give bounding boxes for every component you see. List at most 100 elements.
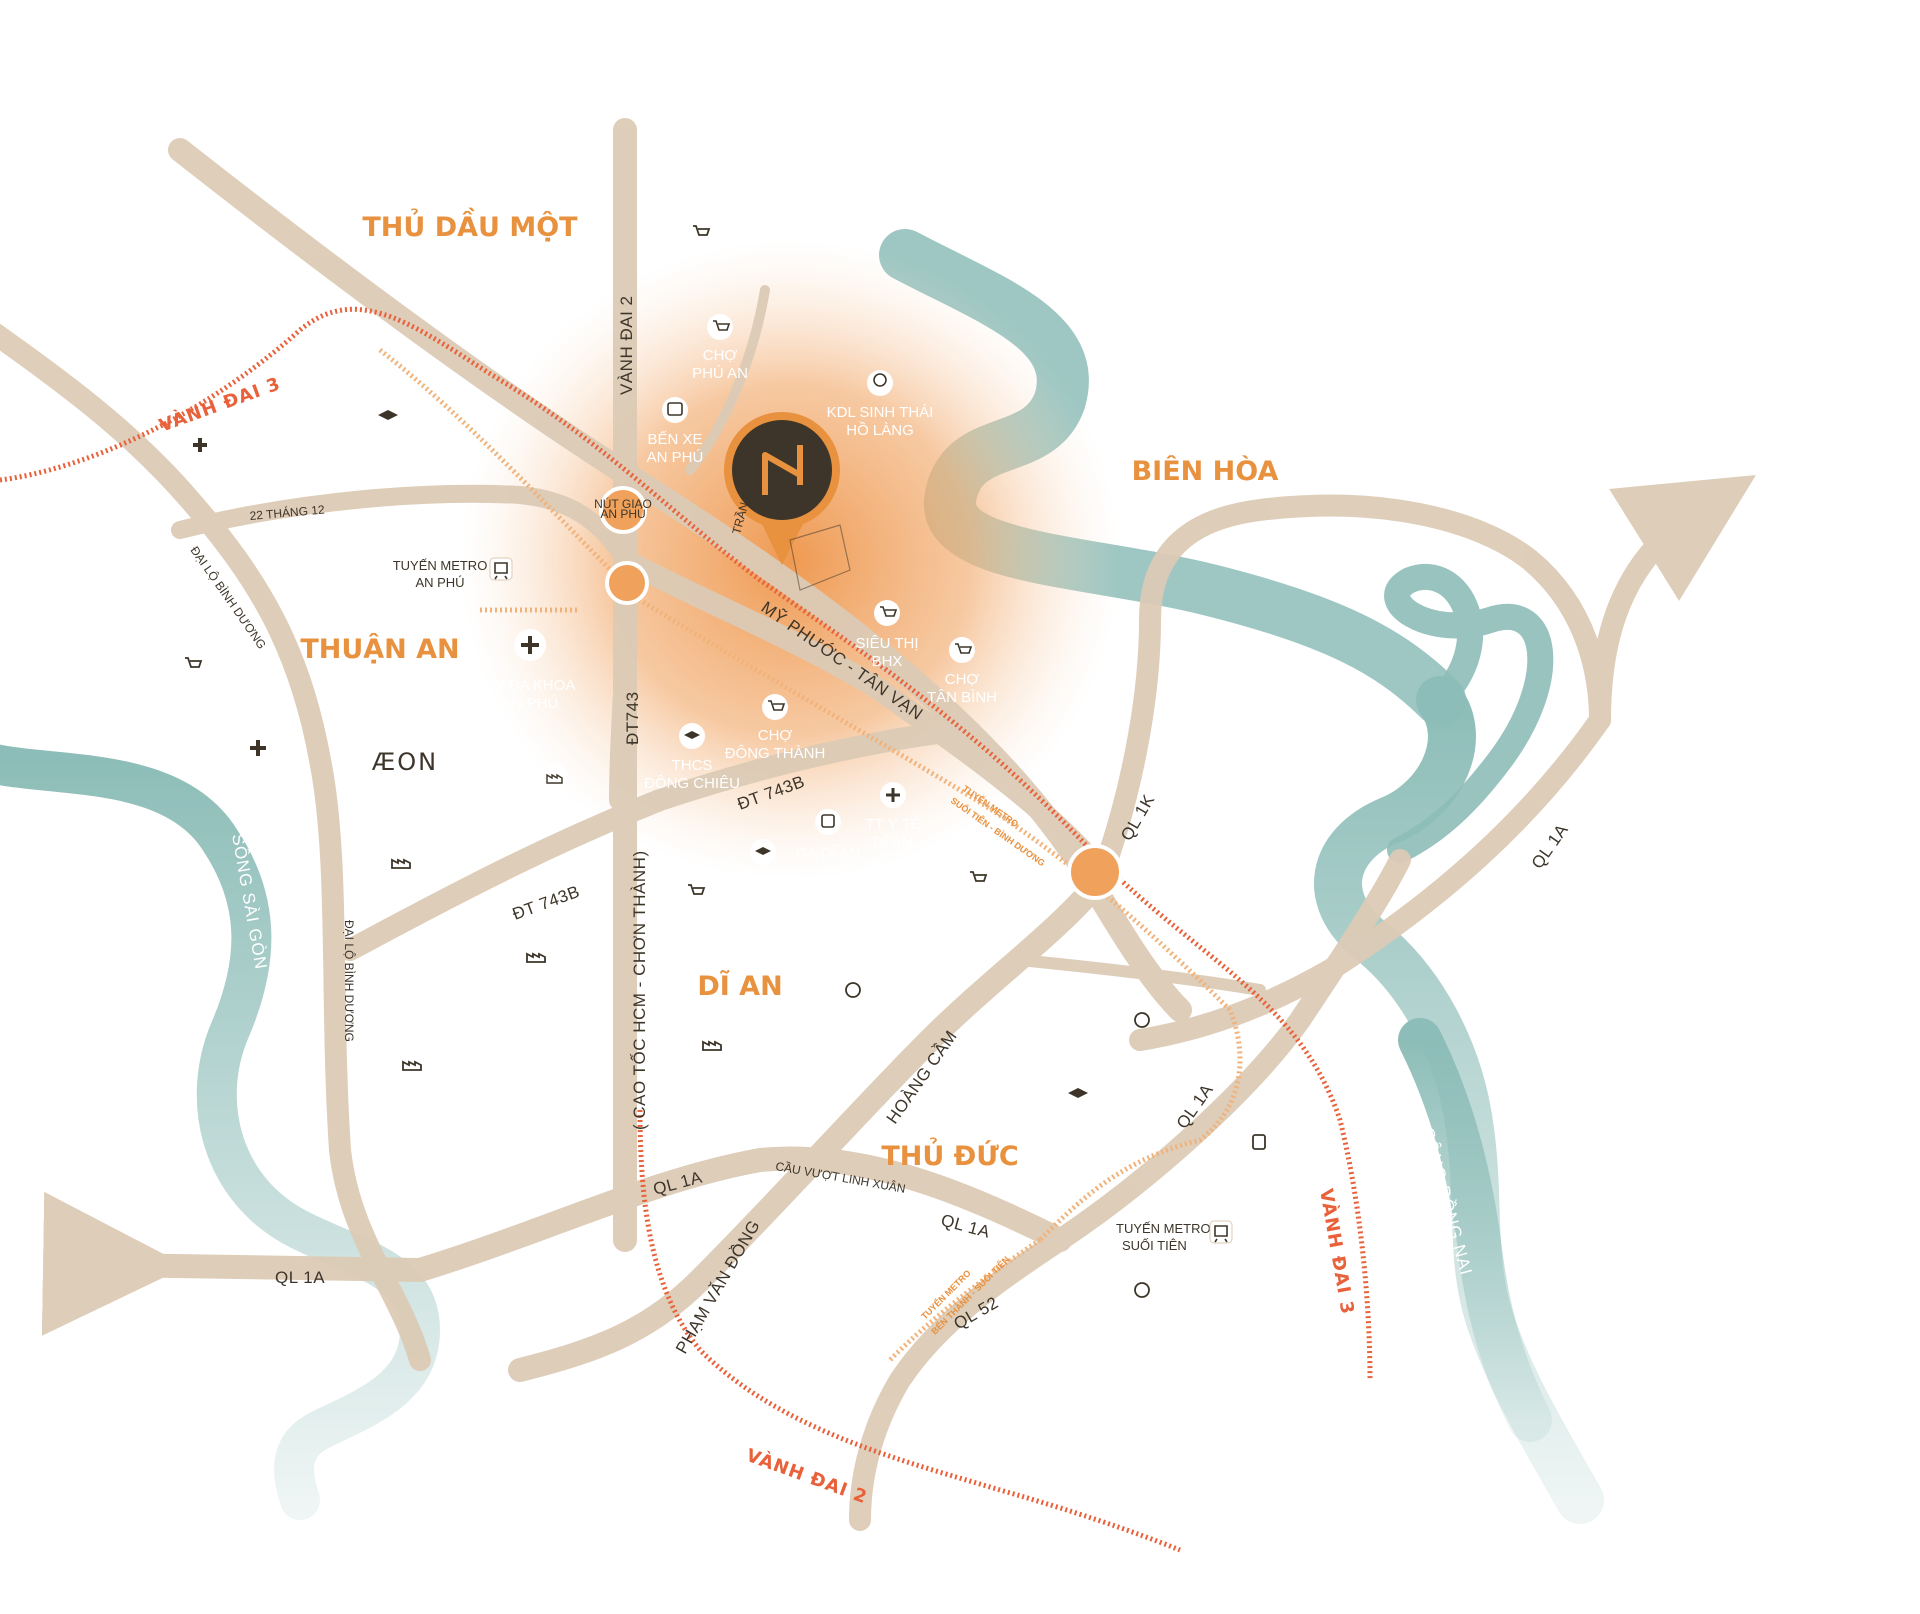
park-icon [1134, 1282, 1150, 1298]
poi-cho-tan-binh[interactable]: CHỢ TÂN BÌNH [927, 637, 997, 706]
road-dt743-lower [1014, 954, 1266, 996]
poi-label: CHỢ [945, 671, 980, 688]
cart-icon [874, 600, 900, 626]
poi-label: TIỂU HỌC [727, 871, 799, 889]
district-bien-hoa: BIÊN HÒA [1132, 455, 1279, 487]
label-vanh-dai-2-bottom: VÀNH ĐAI 2 [743, 1444, 870, 1508]
road-ql1a-ne [1589, 474, 1756, 731]
district-thu-dau-mot: THỦ DẦU MỘT [362, 207, 578, 243]
project-site-outline [789, 524, 851, 591]
road-dai-lo-binh-duong [0, 323, 431, 1371]
poi-bv-an-phu[interactable]: BV ĐA KHOA AN PHÚ [485, 629, 576, 712]
metro-suoi-tien-binh-duong [378, 348, 1243, 1242]
junction-an-phu-top [599, 486, 647, 534]
poi-tieu-hoc[interactable]: TIỂU HỌC [727, 839, 799, 889]
poi-tt-yte[interactable]: TT Y TẾ DĨ AN [866, 782, 921, 851]
park-icon [867, 370, 893, 396]
label-22-thang-12: 22 THÁNG 12 [249, 501, 325, 523]
label-dlbd-b: ĐẠI LỘ BÌNH DƯƠNG [342, 920, 357, 1042]
poi-label: CHỢ [758, 727, 793, 744]
ring-vanh-dai-3 [0, 306, 1373, 1381]
poi-label: CHỢ [703, 347, 738, 364]
park-icon [1134, 1012, 1150, 1028]
poi-thcs[interactable]: THCS ĐÔNG CHIÊU [644, 723, 740, 792]
bus-icon [662, 397, 688, 423]
poi-label: THCS [672, 757, 713, 774]
road-ql13-diagonal [168, 138, 1192, 1022]
poi-label: GA DĨ AN [796, 845, 860, 862]
road-ql1k [1089, 494, 1611, 891]
project-pin-tail [760, 520, 805, 565]
poi-bhx[interactable]: SIÊU THỊ BHX [855, 600, 919, 670]
roads [0, 118, 1756, 1531]
label-song-dong-nai-a: SÔNG ĐỒNG NAI [1195, 628, 1287, 769]
train-icon [815, 809, 841, 835]
road-22-thang-12 [171, 484, 634, 569]
label-cao-toc: ( CAO TỐC HCM - CHƠN THÀNH) [629, 850, 649, 1130]
metro-an-phu-line2: AN PHÚ [415, 575, 464, 590]
road-ql1a-east [1129, 709, 1611, 1051]
hospital-icon [193, 438, 207, 452]
poi-kcn[interactable]: KCN [542, 764, 591, 819]
factory-icon [391, 858, 411, 869]
cart-icon [949, 637, 975, 663]
scattered-icons [185, 225, 1266, 1298]
poi-label: PHÚ AN [692, 365, 748, 382]
junction-label-2: AN PHÚ [600, 506, 645, 521]
train-icon [1209, 1220, 1233, 1244]
label-vanh-dai-2-vertical: VÀNH ĐAI 2 [617, 296, 636, 395]
metro-suoi-tien-line2: SUỐI TIÊN [1122, 1238, 1187, 1253]
poi-label: DĨ AN [873, 834, 912, 851]
metro-an-phu-callout: TUYẾN METRO AN PHÚ [393, 557, 513, 590]
poi-label: HỒ LÀNG [846, 421, 914, 439]
park-icon [845, 982, 861, 998]
poi-label: KDL SINH THÁI [827, 404, 934, 421]
ring-vanh-dai-2 [637, 1109, 1181, 1553]
train-icon [1252, 1134, 1266, 1150]
poi-label: TT Y TẾ [866, 816, 921, 833]
junction-an-phu-bottom [605, 561, 649, 605]
poi-label: BHX [872, 653, 903, 670]
song-sai-gon [0, 744, 440, 1520]
cart-icon [185, 657, 203, 668]
poi-label: AN PHÚ [502, 695, 559, 712]
road-ql1a-se [1049, 849, 1411, 1251]
poi-ben-xe[interactable]: BẾN XE AN PHÚ [647, 397, 704, 466]
poi-kdl[interactable]: KDL SINH THÁI HỒ LÀNG [827, 370, 934, 439]
metro-lines [378, 348, 1243, 1362]
road-dt743b [339, 719, 971, 961]
road-tran-quang-dieu [685, 285, 770, 475]
poi-label: KCN [559, 802, 591, 819]
poi-cho-dong-thanh[interactable]: CHỢ ĐÔNG THÀNH [725, 694, 826, 762]
poi-cho-phu-an[interactable]: CHỢ PHÚ AN [692, 314, 748, 382]
cart-icon [707, 314, 733, 340]
road-my-phuoc [614, 549, 1111, 881]
project-logo-icon [762, 445, 803, 495]
hospital-icon [250, 740, 266, 756]
cart-icon [693, 225, 711, 236]
label-dt743b-b: ĐT 743B [510, 882, 583, 924]
metro-an-phu-line1: TUYẾN METRO [393, 558, 488, 573]
junction-label-1: NÚT GIAO [594, 496, 652, 511]
cart-icon [762, 694, 788, 720]
ring-roads [0, 306, 1373, 1553]
junctions: NÚT GIAO AN PHÚ [594, 486, 1123, 900]
poi-label: ĐÔNG CHIÊU [644, 775, 740, 792]
project-marker[interactable] [724, 412, 851, 591]
road-dt743 [609, 569, 638, 811]
metro-suoi-tien-line1: TUYẾN METRO [1116, 1221, 1211, 1236]
label-ql1a-ne: QL 1A [1528, 820, 1572, 872]
cart-icon [688, 884, 706, 895]
metro-ben-thanh-suoi-tien [888, 1237, 1042, 1362]
road-ql1a-main [41, 1146, 1072, 1336]
cart-icon [970, 871, 988, 882]
factory-icon [402, 1060, 422, 1071]
district-thu-duc: THỦ ĐỨC [881, 1136, 1018, 1172]
song-dong-nai-right [1398, 1018, 1552, 1442]
school-icon [377, 409, 399, 421]
song-dong-nai-loop [1384, 563, 1554, 863]
label-vanh-dai-3-right: VÀNH ĐAI 3 [1315, 1187, 1359, 1316]
poi-ga-di-an[interactable]: GA DĨ AN [796, 809, 860, 862]
factory-icon [702, 1040, 722, 1051]
